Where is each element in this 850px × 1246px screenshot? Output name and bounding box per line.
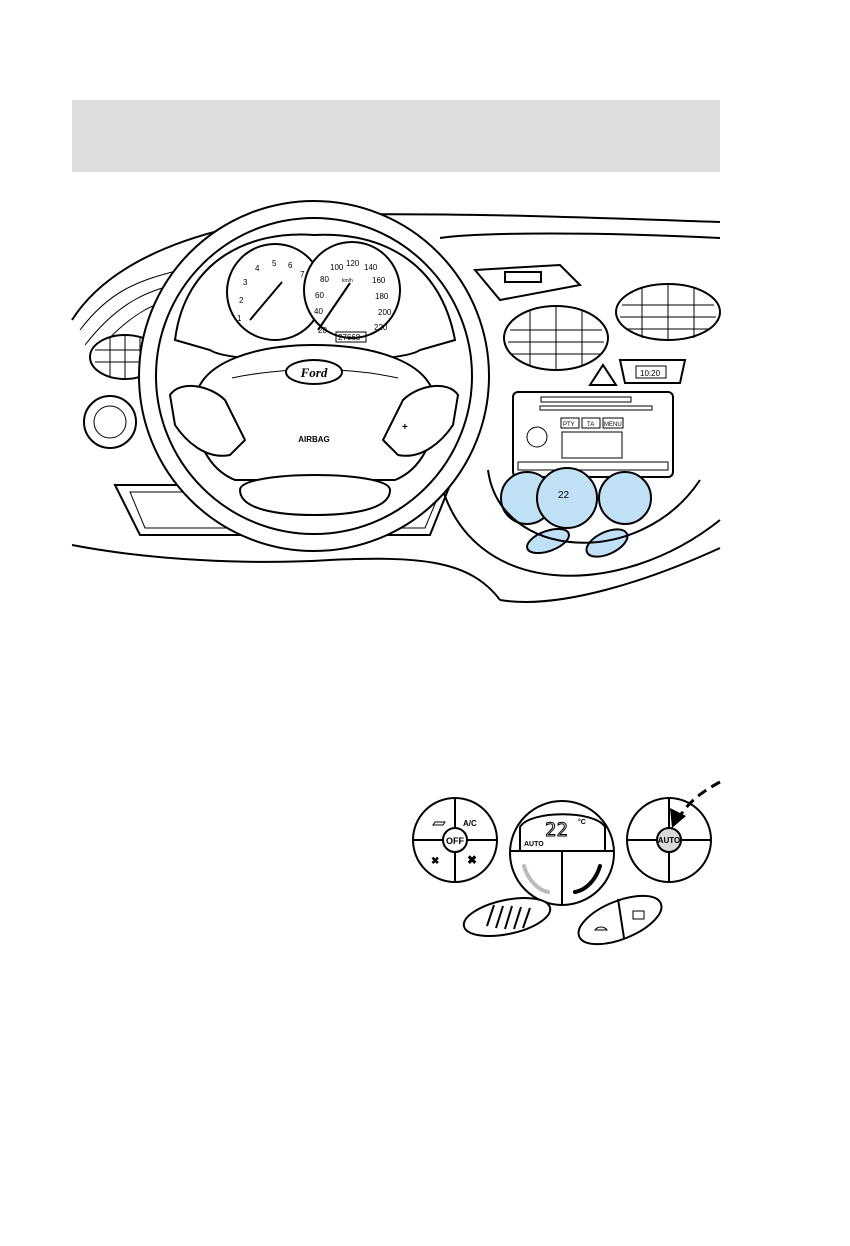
svg-text:6: 6 [288, 261, 293, 270]
warmer-arc[interactable] [573, 864, 602, 894]
climate-control-small: 22 [500, 467, 652, 558]
section-header-bar [72, 100, 720, 172]
svg-text:22: 22 [558, 490, 570, 501]
radio-ta-button[interactable] [581, 417, 601, 429]
odometer-value: 27668 [338, 333, 361, 342]
windshield-defrost-icon [593, 926, 609, 931]
svg-text:km/h: km/h [342, 278, 353, 284]
fan-high-icon[interactable]: ✖ [467, 853, 477, 867]
svg-text:TA: TA [587, 422, 594, 428]
svg-text:4: 4 [255, 264, 260, 273]
svg-text:180: 180 [375, 292, 389, 301]
ac-button[interactable]: A/C [463, 819, 477, 828]
svg-text:PTY: PTY [563, 422, 575, 428]
svg-text:40: 40 [314, 307, 323, 316]
svg-text:1: 1 [237, 314, 242, 323]
svg-text:+: + [402, 422, 408, 433]
svg-text:5: 5 [272, 259, 277, 268]
airbag-label: AIRBAG [298, 435, 330, 444]
svg-text:140: 140 [364, 263, 378, 272]
svg-text:200: 200 [378, 308, 392, 317]
svg-text:160: 160 [372, 276, 386, 285]
svg-text:2: 2 [239, 296, 244, 305]
svg-text:°C: °C [578, 818, 586, 826]
clock-value: 10:20 [640, 369, 661, 378]
climate-control-detail: OFF A/C ✖ ✖ 22 °C AUTO AUTO [412, 780, 721, 954]
svg-text:3: 3 [243, 278, 248, 287]
recirculation-icon [432, 821, 446, 826]
lower-spoke [238, 474, 392, 517]
info-display-housing [472, 263, 583, 302]
svg-text:220: 220 [374, 323, 388, 332]
svg-text:80: 80 [320, 275, 329, 284]
svg-text:MENU: MENU [604, 422, 622, 428]
off-button[interactable]: OFF [446, 836, 464, 846]
cooler-arc[interactable] [522, 864, 550, 894]
air-distribution-control[interactable]: AUTO [626, 780, 721, 883]
svg-text:100: 100 [330, 263, 344, 272]
dashboard-illustration: 10:20 PTY TA MENU 22 1 [71, 200, 721, 603]
arrow-head-icon [670, 808, 686, 828]
display-mode: AUTO [524, 841, 544, 848]
radio-volume-knob[interactable] [526, 426, 548, 448]
temperature-value: 22 [545, 819, 568, 841]
svg-text:120: 120 [346, 259, 360, 268]
temperature-control[interactable]: 22 °C AUTO [509, 800, 615, 906]
radio-unit [512, 391, 674, 478]
defrost-buttons[interactable] [572, 886, 668, 954]
pointer-arrow [678, 780, 721, 817]
recirculation-lever[interactable] [460, 891, 553, 943]
right-spoke-controls[interactable] [381, 384, 460, 457]
svg-text:20: 20 [318, 326, 327, 335]
auto-button[interactable]: AUTO [658, 836, 681, 845]
fan-low-icon[interactable]: ✖ [431, 856, 439, 867]
svg-text:7: 7 [300, 270, 305, 279]
fan-ac-control[interactable]: OFF A/C ✖ ✖ [412, 797, 498, 883]
svg-text:Ford: Ford [300, 365, 328, 380]
left-spoke-controls[interactable] [168, 384, 247, 457]
svg-text:60: 60 [315, 291, 324, 300]
radio-display [561, 431, 623, 459]
dash-bottom-edge [71, 544, 501, 601]
ford-logo [285, 359, 343, 385]
light-switch [83, 395, 137, 449]
radio-pty-button[interactable] [560, 417, 580, 429]
rear-defrost-icon [632, 910, 645, 920]
hazard-button[interactable] [588, 363, 618, 386]
radio-menu-button[interactable] [602, 417, 624, 429]
